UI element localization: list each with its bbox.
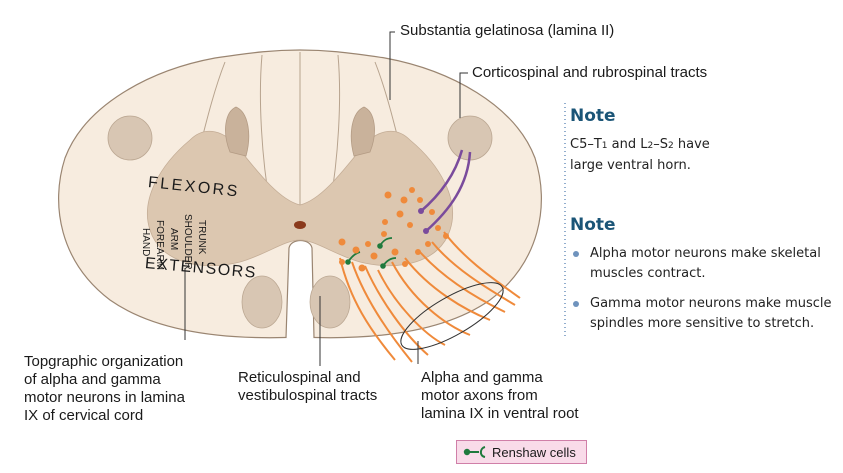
gray-matter — [147, 131, 453, 267]
renshaw-cell-icon — [463, 446, 486, 458]
note-title: Note — [570, 215, 616, 235]
motor-neuron-somata — [338, 187, 449, 272]
reticulospinal-tract-left — [241, 275, 283, 329]
ventral-median-fissure — [285, 239, 315, 339]
renshaw-somata — [345, 243, 386, 269]
reticulospinal-tract-right — [309, 275, 351, 329]
label-topographic: Topgraphic organization of alpha and gam… — [24, 353, 185, 424]
ventral-root-oval — [400, 282, 504, 350]
label-corticospinal: Corticospinal and rubrospinal tracts — [472, 64, 708, 81]
note-ventral-horn: Note C5–T1 and L2–S2 have large ventral … — [570, 106, 710, 176]
corticospinal-tract-left — [107, 115, 153, 161]
corticospinal-terminals — [418, 208, 429, 234]
dorsal-horn-right — [350, 106, 375, 157]
note-text-line1: C5–T1 and L2–S2 have — [570, 137, 710, 152]
note-text-line2: large ventral horn. — [570, 158, 691, 173]
motor-axons — [339, 231, 521, 363]
label-reticulospinal: Reticulospinal and vestibulospinal tract… — [238, 369, 378, 404]
legend-renshaw: Renshaw cells — [456, 440, 587, 464]
label-alpha-gamma: Alpha and gamma motor axons from lamina … — [421, 369, 579, 422]
legend-label: Renshaw cells — [492, 444, 576, 460]
note-title: Note — [570, 106, 616, 126]
leader-lines — [184, 31, 468, 366]
label-trunk: TRUNK — [196, 220, 207, 255]
label-substantia-gelatinosa: Substantia gelatinosa (lamina II) — [400, 22, 615, 39]
dorsal-horn-left — [225, 106, 250, 157]
central-canal — [294, 221, 306, 229]
corticospinal-axons — [419, 149, 472, 233]
